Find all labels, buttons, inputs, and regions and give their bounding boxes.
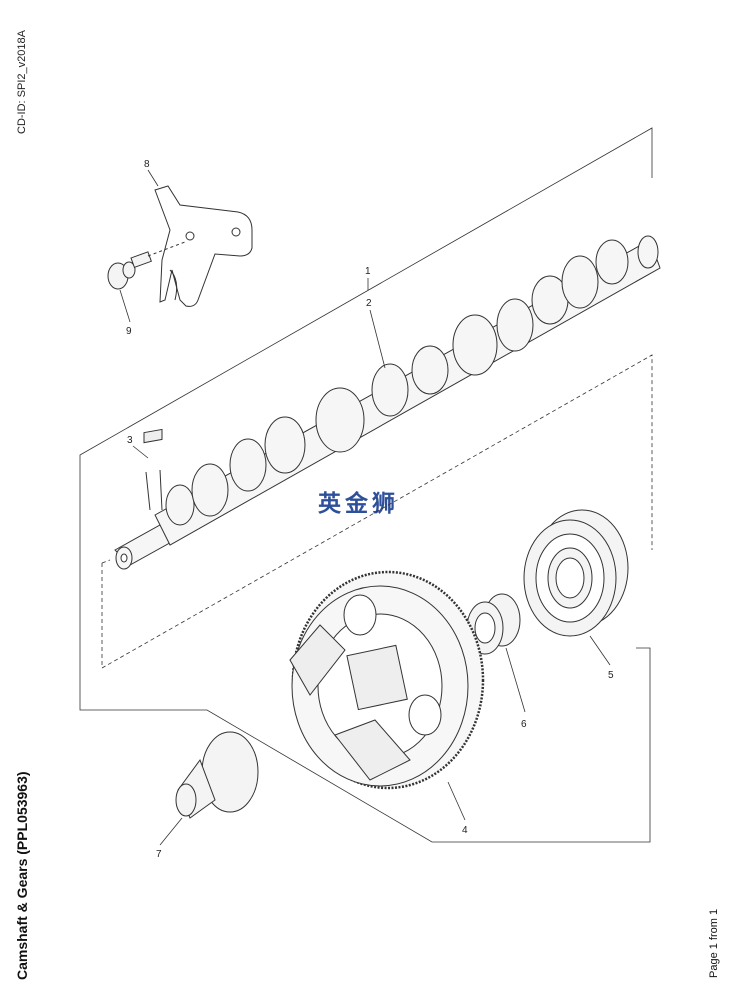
cam-follower-icon (175, 731, 259, 819)
watermark-text: 英金狮 (318, 491, 399, 517)
callout-6: 6 (521, 719, 527, 730)
callout-5: 5 (608, 670, 614, 681)
leader-line-8 (147, 169, 159, 187)
callout-7: 7 (156, 849, 162, 860)
leader-line-7 (159, 817, 183, 846)
camshaft-gear-icon (289, 570, 485, 790)
thrust-plate-icon (154, 185, 253, 307)
callout-3: 3 (127, 435, 133, 446)
bolt-icon (107, 241, 186, 290)
leader-line-3 (132, 445, 149, 459)
callout-4: 4 (462, 825, 468, 836)
leader-line-2 (369, 309, 386, 369)
callout-2: 2 (366, 298, 372, 309)
callout-8: 8 (144, 159, 150, 170)
callout-9: 9 (126, 326, 132, 337)
leader-line-5 (589, 635, 611, 666)
group-bracket-2 (101, 354, 653, 669)
camshaft-icon (114, 235, 661, 570)
leader-line-4 (447, 781, 466, 821)
key-icon (143, 428, 163, 511)
leader-line-9 (119, 289, 131, 323)
group-bracket-1 (79, 127, 653, 843)
bearing-icon (523, 509, 629, 637)
callout-1: 1 (365, 266, 371, 277)
leader-line-6 (505, 647, 526, 713)
